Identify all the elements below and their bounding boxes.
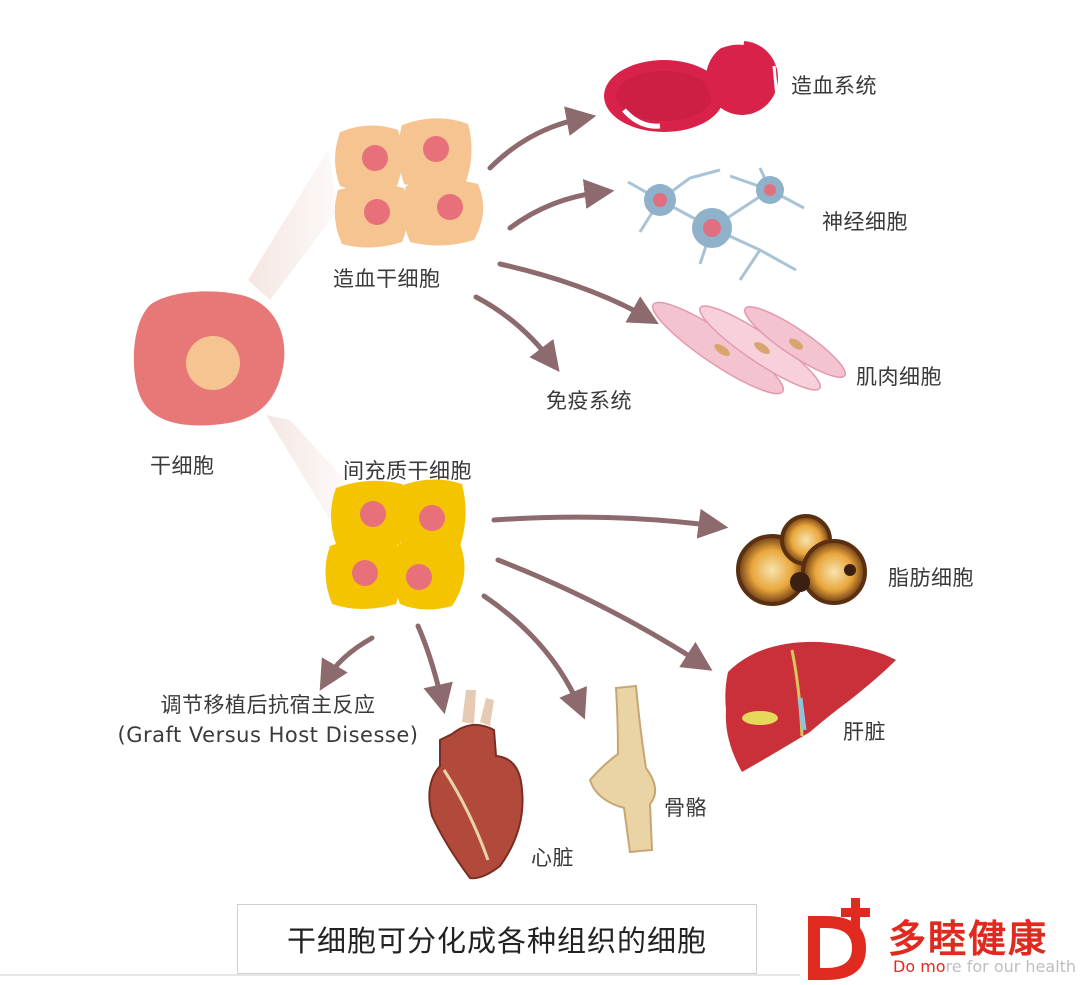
- gvhd-label-cn: 调节移植后抗宿主反应: [160, 693, 376, 717]
- beam-to-hematopoietic: [248, 150, 338, 300]
- muscle-cell-graphic: [651, 301, 847, 395]
- nerve-cell-label: 神经细胞: [822, 210, 908, 234]
- caption-text: 干细胞可分化成各种组织的细胞: [286, 924, 707, 958]
- bone-graphic: [588, 684, 657, 854]
- brand-tagline: Do more for our health: [893, 957, 1076, 976]
- gvhd-label-en: (Graft Versus Host Disesse): [117, 723, 419, 747]
- immune-system-label: 免疫系统: [546, 389, 632, 413]
- red-blood-cell-graphic: [604, 38, 780, 132]
- heart-label: 心脏: [531, 846, 574, 870]
- blood-system-label: 造血系统: [791, 74, 877, 98]
- heart-graphic: [428, 690, 524, 880]
- differentiation-arrows: [319, 106, 729, 720]
- beam-to-mesenchymal: [266, 415, 345, 520]
- stem-cell-label: 干细胞: [150, 454, 215, 478]
- liver-graphic: [725, 641, 896, 772]
- brand-name: 多睦健康: [888, 917, 1049, 961]
- caption-box: 干细胞可分化成各种组织的细胞: [237, 904, 757, 974]
- brand-logo-icon: [808, 898, 870, 980]
- brand-tagline-part-a: Do mo: [893, 957, 946, 976]
- fat-cell-graphic: [736, 514, 867, 606]
- hematopoietic-cell-cluster: [334, 118, 484, 248]
- nerve-cell-graphic: [627, 167, 805, 281]
- gvhd-label: 调节移植后抗宿主反应 (Graft Versus Host Disesse): [108, 690, 428, 750]
- muscle-cell-label: 肌肉细胞: [856, 365, 942, 389]
- mesenchymal-cell-cluster: [325, 479, 466, 610]
- liver-label: 肝脏: [843, 720, 886, 744]
- brand-tagline-part-b: re for our health: [945, 957, 1077, 976]
- mesenchymal-stem-cell-label: 间充质干细胞: [343, 459, 472, 483]
- hematopoietic-stem-cell-label: 造血干细胞: [333, 267, 441, 291]
- fat-cell-label: 脂肪细胞: [888, 566, 974, 590]
- stem-cell-graphic: [133, 291, 285, 426]
- bone-label: 骨骼: [664, 796, 707, 820]
